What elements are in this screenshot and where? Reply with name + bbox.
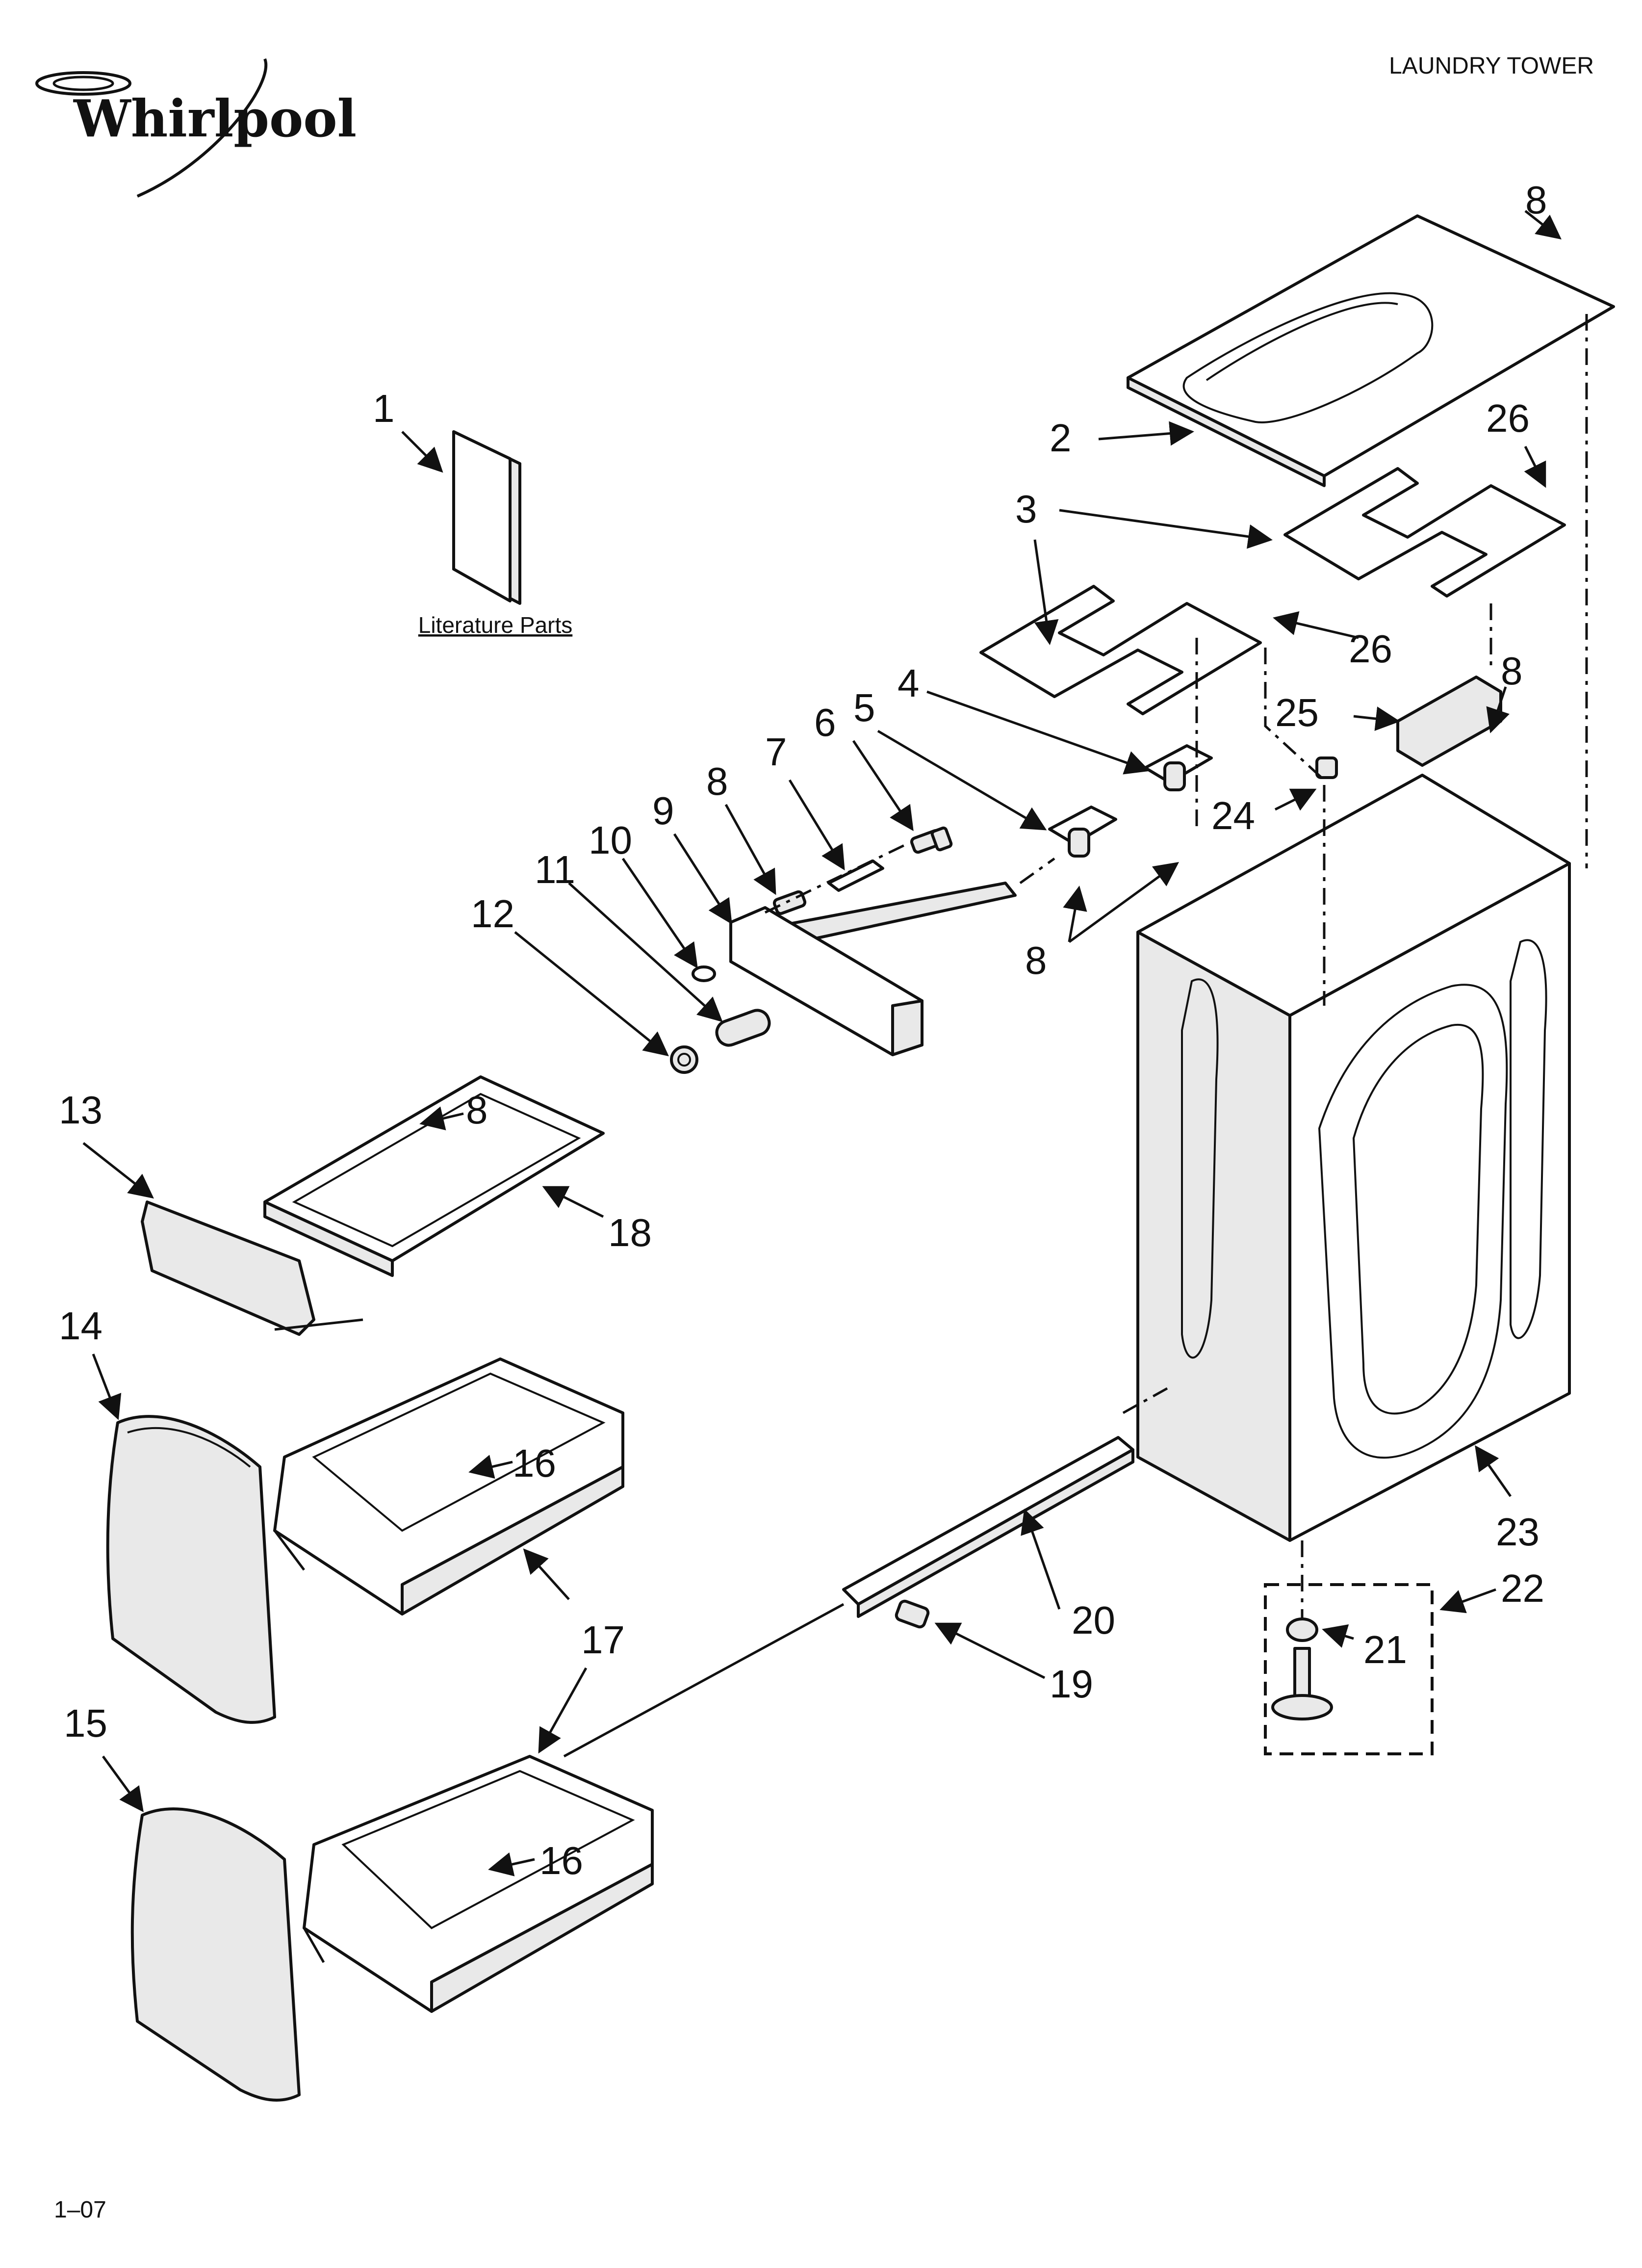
nut-12 <box>670 1045 698 1074</box>
callout-8: 8 <box>706 759 728 803</box>
callout-25: 25 <box>1275 691 1319 734</box>
callout-labels: 1 2 3 26 26 8 8 25 24 4 5 6 7 8 9 10 11 … <box>59 178 1547 1882</box>
spacer-24 <box>1315 756 1338 779</box>
callout-12: 12 <box>471 892 514 936</box>
callout-9: 9 <box>652 789 674 833</box>
callout-26: 26 <box>1486 396 1530 440</box>
callout-17: 17 <box>581 1618 625 1662</box>
washer-10 <box>692 965 716 982</box>
tower-cabinet <box>1136 774 1571 1542</box>
drawer-box-lower <box>303 1755 654 2013</box>
callout-8: 8 <box>1501 649 1523 693</box>
mounting-bracket-lower <box>979 585 1262 715</box>
leader-arrows <box>82 210 1562 1877</box>
callout-5: 5 <box>853 686 875 730</box>
callout-20: 20 <box>1072 1598 1115 1642</box>
hinge-bracket-5 <box>1048 806 1117 858</box>
mounting-bracket-upper <box>1283 467 1566 598</box>
leveling-leg-nut-21 <box>1286 1617 1318 1642</box>
leveling-leg <box>1271 1647 1333 1721</box>
alignment-line <box>563 1603 845 1758</box>
callout-21: 21 <box>1363 1628 1407 1671</box>
spacer-11 <box>715 1009 771 1047</box>
callout-10: 10 <box>589 818 632 862</box>
drawer-front-14 <box>106 1415 276 1724</box>
callout-8: 8 <box>1525 178 1547 222</box>
whirlpool-logo: Whirlpool <box>35 58 357 198</box>
callout-4: 4 <box>898 661 920 705</box>
literature-caption: Literature Parts <box>418 612 572 638</box>
callout-8: 8 <box>1025 938 1047 982</box>
callout-11: 11 <box>535 848 575 891</box>
alignment-line <box>274 1318 363 1963</box>
hinge-bracket-4 <box>1144 744 1213 791</box>
tray-cover-13 <box>141 1200 315 1336</box>
alignment-line <box>764 842 1055 914</box>
callout-18: 18 <box>608 1211 652 1254</box>
callout-24: 24 <box>1211 794 1255 837</box>
callout-7: 7 <box>765 730 787 774</box>
callout-23: 23 <box>1496 1510 1539 1554</box>
callout-2: 2 <box>1050 416 1072 460</box>
callout-1: 1 <box>373 387 395 430</box>
callout-16: 16 <box>539 1839 583 1882</box>
literature-parts-booklet <box>452 430 521 605</box>
callout-14: 14 <box>59 1304 103 1348</box>
clip-7 <box>827 860 884 892</box>
tray-18 <box>263 1075 605 1277</box>
callout-13: 13 <box>59 1088 103 1132</box>
callout-22: 22 <box>1501 1566 1544 1610</box>
callout-3: 3 <box>1015 487 1037 531</box>
callout-15: 15 <box>64 1701 107 1745</box>
screw-6 <box>910 826 953 854</box>
drawer-slide-rail <box>842 1436 1134 1618</box>
page-code: 1–07 <box>54 2197 106 2223</box>
callout-26: 26 <box>1349 627 1392 671</box>
screw-19 <box>895 1599 930 1629</box>
alignment-line <box>1122 1387 1168 1414</box>
drawer-front-15 <box>130 1807 301 2102</box>
brand-wordmark: Whirlpool <box>73 88 357 149</box>
callout-16: 16 <box>513 1441 556 1485</box>
callout-8: 8 <box>466 1088 488 1132</box>
section-title: LAUNDRY TOWER <box>1389 53 1594 79</box>
drawer-box-17 <box>273 1357 624 1616</box>
callout-19: 19 <box>1050 1662 1093 1706</box>
alignment-line <box>1195 638 1325 829</box>
top-panel <box>1127 214 1615 487</box>
door-handle <box>729 882 1017 1056</box>
part-25-assembly <box>1396 676 1502 767</box>
callout-6: 6 <box>814 701 836 744</box>
leveling-leg-kit-box <box>1264 1583 1434 1755</box>
